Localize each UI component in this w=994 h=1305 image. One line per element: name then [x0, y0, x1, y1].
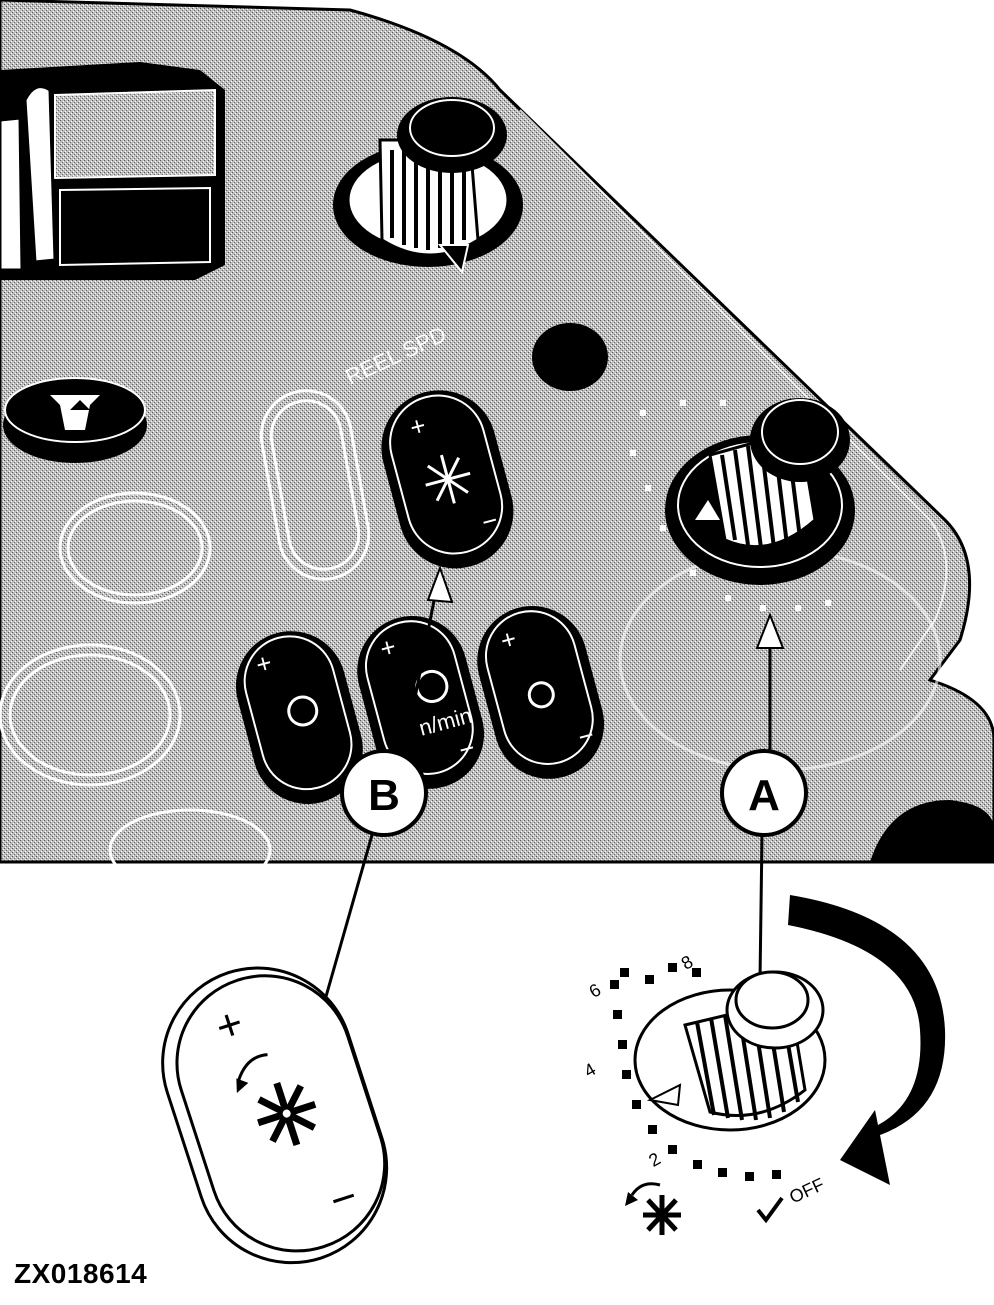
feeder-icon — [527, 681, 555, 709]
callout-a: A — [720, 749, 808, 837]
empty-button-outlines — [0, 389, 942, 892]
fan-icon — [287, 695, 319, 727]
hydraulic-lever — [0, 62, 225, 280]
dial-label-4: 4 — [580, 1059, 599, 1081]
fan-switch-plus: + — [253, 647, 275, 680]
fan-speed-switch: + — [235, 631, 363, 804]
callout-b-label: B — [368, 771, 400, 820]
callout-a-label: A — [748, 771, 780, 820]
panel-knob-scale — [630, 400, 831, 611]
dial-label-off: OFF — [786, 1174, 827, 1207]
detail-reel-speed-switch: + − — [161, 966, 389, 1265]
detail-speed-dial: 6 8 4 2 OFF — [580, 951, 827, 1235]
dial-label-6: 6 — [586, 979, 605, 1001]
dial-label-2: 2 — [645, 1148, 664, 1170]
dial-scale-ticks — [610, 963, 781, 1181]
feeder-speed-switch: + − — [477, 606, 605, 779]
rotor-speed-switch: + n/min − — [357, 616, 485, 789]
reel-icon — [425, 454, 471, 504]
figure-id: ZX018614 — [14, 1258, 148, 1289]
reel-switch-minus: − — [478, 504, 500, 537]
header-lift-button — [3, 377, 147, 463]
reel-speed-switch: + − — [381, 390, 514, 569]
round-button — [532, 323, 608, 391]
check-icon — [756, 1196, 784, 1224]
reel-switch-plus: + — [407, 410, 429, 443]
feeder-switch-plus: + — [497, 623, 519, 656]
rotation-arrow-icon — [788, 895, 946, 1185]
top-knob — [333, 97, 523, 275]
rotor-switch-plus: + — [377, 631, 399, 664]
callout-b: B — [340, 749, 428, 837]
control-panel: REEL SPD + − + + n/min − — [0, 0, 994, 892]
dial-reel-icon — [643, 1195, 681, 1235]
panel-corner-shadow — [870, 800, 994, 862]
feeder-switch-minus: − — [575, 719, 597, 752]
panel-speed-knob — [665, 398, 855, 585]
rotor-switch-minus: − — [456, 732, 478, 765]
leader-arrowheads — [426, 565, 785, 649]
